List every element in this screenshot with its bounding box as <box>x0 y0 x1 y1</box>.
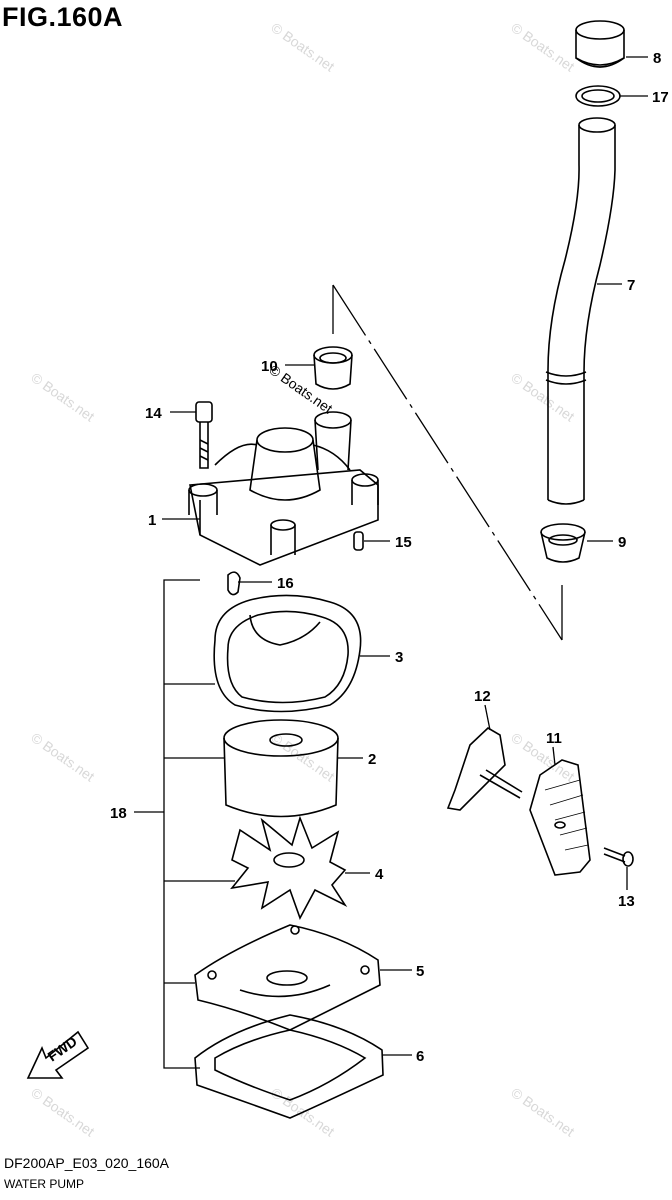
watermark: © Boats.net <box>28 729 97 784</box>
part-17-ring <box>575 85 621 107</box>
callout-5: 5 <box>416 963 424 980</box>
callout-7: 7 <box>627 277 635 294</box>
callout-12: 12 <box>474 688 491 705</box>
part-7-water-tube <box>545 117 616 505</box>
callout-10: 10 <box>261 358 278 375</box>
part-15-pin <box>353 531 364 551</box>
watermark: © Boats.net <box>508 729 577 784</box>
callout-14: 14 <box>145 405 162 422</box>
part-10-cap <box>313 346 353 390</box>
part-3-seal <box>213 594 362 713</box>
callout-3: 3 <box>395 649 403 666</box>
part-4-impeller <box>230 815 348 920</box>
watermark: © Boats.net <box>268 19 337 74</box>
part-14-bolt <box>195 401 213 469</box>
callout-6: 6 <box>416 1048 424 1065</box>
callout-8: 8 <box>653 50 661 67</box>
watermark: © Boats.net <box>508 1084 577 1139</box>
part-16-key <box>227 571 241 596</box>
callout-4: 4 <box>375 866 384 883</box>
callout-2: 2 <box>368 751 376 768</box>
callout-11: 11 <box>546 730 562 747</box>
part-drawings <box>188 20 634 1119</box>
part-2-liner <box>223 719 339 818</box>
part-5-plate <box>194 924 381 1031</box>
callout-1: 1 <box>148 512 156 529</box>
callout-15: 15 <box>395 534 412 551</box>
part-8-sleeve <box>575 20 625 68</box>
fwd-arrow: FWD <box>26 1030 90 1079</box>
watermark: © Boats.net <box>28 1084 97 1139</box>
leader-lines <box>134 56 648 1069</box>
callout-17: 17 <box>652 89 669 106</box>
callout-18: 18 <box>110 805 127 822</box>
callout-labels: 8 17 7 9 10 14 1 15 16 3 2 4 5 6 12 11 1… <box>110 50 669 1065</box>
watermark: © Boats.net <box>268 729 337 784</box>
watermark: © Boats.net <box>28 369 97 424</box>
part-6-gasket <box>194 1014 384 1119</box>
model-code: DF200AP_E03_020_160A <box>4 1155 170 1171</box>
callout-9: 9 <box>618 534 626 551</box>
callout-13: 13 <box>618 893 635 910</box>
callout-16: 16 <box>277 575 294 592</box>
part-9-grommet <box>540 523 586 563</box>
part-1-pump-housing <box>188 411 379 566</box>
part-11-mesh-plate <box>529 759 591 876</box>
watermark: © Boats.net <box>508 369 577 424</box>
watermark: © Boats.net <box>508 19 577 74</box>
figure-title: FIG.160A <box>2 2 124 32</box>
watermark-layer: © Boats.net © Boats.net © Boats.net © Bo… <box>28 19 577 1139</box>
part-13-screw <box>603 847 634 867</box>
section-name: WATER PUMP <box>4 1177 84 1191</box>
